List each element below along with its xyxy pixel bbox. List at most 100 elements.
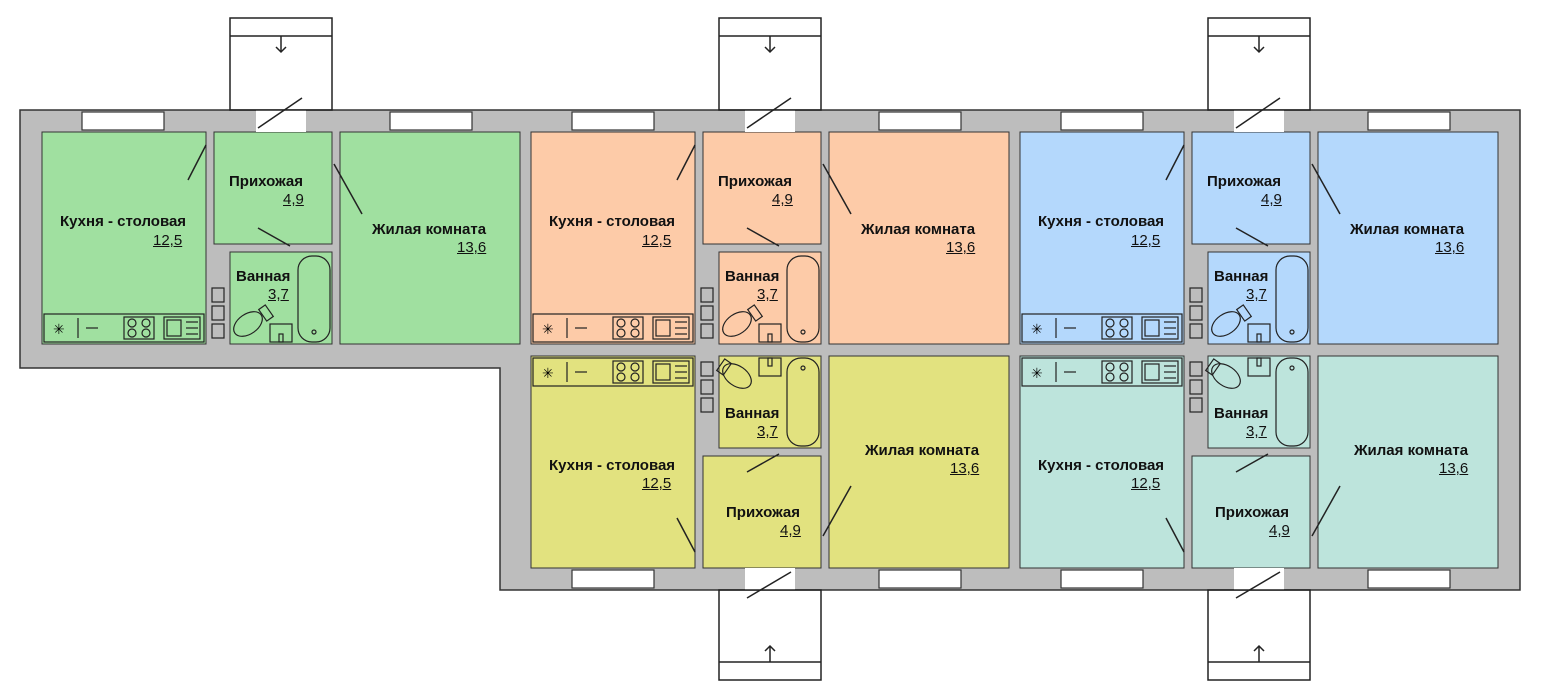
kitchen-counter: ✳ <box>43 313 205 343</box>
toilet <box>1204 358 1241 389</box>
room-label-living: Жилая комната <box>1350 221 1465 238</box>
svg-text:✳: ✳ <box>1031 322 1043 338</box>
room-label-bath: Ванная <box>725 268 780 285</box>
sink <box>269 323 293 343</box>
entrance-opening <box>745 568 795 590</box>
room-area-bath: 3,7 <box>757 423 778 440</box>
bathtub <box>1275 357 1309 447</box>
room-label-hall: Прихожая <box>718 173 793 190</box>
apt-2-hall-floor <box>702 131 822 245</box>
apt-5-kitchen-floor <box>1019 355 1185 569</box>
svg-text:✳: ✳ <box>542 322 554 338</box>
windows-top <box>81 111 1451 131</box>
room-area-kitchen: 12,5 <box>642 232 672 249</box>
sink <box>1247 323 1271 343</box>
room-label-bath: Ванная <box>1214 405 1269 422</box>
apt-4-kitchen-floor <box>530 355 696 569</box>
toilet <box>233 304 275 337</box>
kitchen-counter: ✳ <box>532 313 694 343</box>
bathtub <box>1275 255 1309 343</box>
room-label-bath: Ванная <box>1214 268 1269 285</box>
vent-duct <box>1189 287 1203 339</box>
room-label-kitchen: Кухня - столовая <box>549 213 676 230</box>
room-label-living: Жилая комната <box>861 221 976 238</box>
toilet <box>1211 304 1253 337</box>
apt-4-bath-floor <box>718 355 822 449</box>
entrance-opening <box>745 110 795 132</box>
room-label-kitchen: Кухня - столовая <box>549 457 676 474</box>
room-label-hall: Прихожая <box>229 173 304 190</box>
room-label-bath: Ванная <box>725 405 780 422</box>
svg-text:✳: ✳ <box>53 322 65 338</box>
vent-duct <box>700 287 714 339</box>
apt-4-hall-floor <box>702 455 822 569</box>
apt-2-kitchen-floor <box>530 131 696 345</box>
room-label-living: Жилая комната <box>1354 442 1469 459</box>
porch-bottom <box>718 571 822 681</box>
room-area-kitchen: 12,5 <box>1131 475 1161 492</box>
room-area-kitchen: 12,5 <box>153 232 183 249</box>
room-area-bath: 3,7 <box>268 286 289 303</box>
room-area-living: 13,6 <box>946 239 976 256</box>
svg-text:✳: ✳ <box>1031 366 1043 382</box>
kitchen-counter: ✳ <box>1021 357 1183 387</box>
sink <box>758 357 782 377</box>
room-area-hall: 4,9 <box>1261 191 1282 208</box>
bathtub <box>786 357 820 447</box>
toilet <box>722 304 764 337</box>
room-label-living: Жилая комната <box>865 442 980 459</box>
apt-3-living-floor <box>1317 131 1499 345</box>
room-area-kitchen: 12,5 <box>1131 232 1161 249</box>
apt-5-bath-floor <box>1207 355 1311 449</box>
sink <box>758 323 782 343</box>
room-area-hall: 4,9 <box>780 522 801 539</box>
entrance-opening <box>256 110 306 132</box>
door-swings <box>187 144 1341 553</box>
toilet <box>715 358 752 389</box>
apt-5-hall-floor <box>1191 455 1311 569</box>
room-label-hall: Прихожая <box>1215 504 1290 521</box>
vent-duct <box>700 361 714 413</box>
room-area-bath: 3,7 <box>757 286 778 303</box>
room-area-living: 13,6 <box>457 239 487 256</box>
svg-text:✳: ✳ <box>542 366 554 382</box>
entrance-opening <box>1234 568 1284 590</box>
sink <box>1247 357 1271 377</box>
room-label-bath: Ванная <box>236 268 291 285</box>
vent-duct <box>1189 361 1203 413</box>
room-area-bath: 3,7 <box>1246 286 1267 303</box>
apt-5-living-floor <box>1317 355 1499 569</box>
apt-3-hall-floor <box>1191 131 1311 245</box>
room-label-hall: Прихожая <box>1207 173 1282 190</box>
porch-top <box>229 17 333 129</box>
room-area-bath: 3,7 <box>1246 423 1267 440</box>
apt-3-kitchen-floor <box>1019 131 1185 345</box>
room-label-hall: Прихожая <box>726 504 801 521</box>
room-area-hall: 4,9 <box>772 191 793 208</box>
porch-top <box>1207 17 1311 129</box>
kitchen-counter: ✳ <box>1021 313 1183 343</box>
apt-2-bath-floor <box>718 251 822 345</box>
room-area-hall: 4,9 <box>283 191 304 208</box>
apt-1-hall-floor <box>213 131 333 245</box>
apt-2-living-floor <box>828 131 1010 345</box>
bathtub <box>786 255 820 343</box>
apt-4-living-floor <box>828 355 1010 569</box>
room-label-kitchen: Кухня - столовая <box>1038 457 1165 474</box>
entrance-opening <box>1234 110 1284 132</box>
room-label-kitchen: Кухня - столовая <box>1038 213 1165 230</box>
room-area-living: 13,6 <box>1435 239 1465 256</box>
porch-bottom <box>1207 571 1311 681</box>
room-area-living: 13,6 <box>1439 460 1469 477</box>
bathtub <box>297 255 331 343</box>
apt-1-kitchen-floor <box>41 131 207 345</box>
apt-3-bath-floor <box>1207 251 1311 345</box>
kitchen-counter: ✳ <box>532 357 694 387</box>
vent-duct <box>211 287 225 339</box>
room-area-hall: 4,9 <box>1269 522 1290 539</box>
room-label-living: Жилая комната <box>372 221 487 238</box>
windows-bottom <box>571 569 1451 589</box>
room-area-kitchen: 12,5 <box>642 475 672 492</box>
apt-1-living-floor <box>339 131 521 345</box>
